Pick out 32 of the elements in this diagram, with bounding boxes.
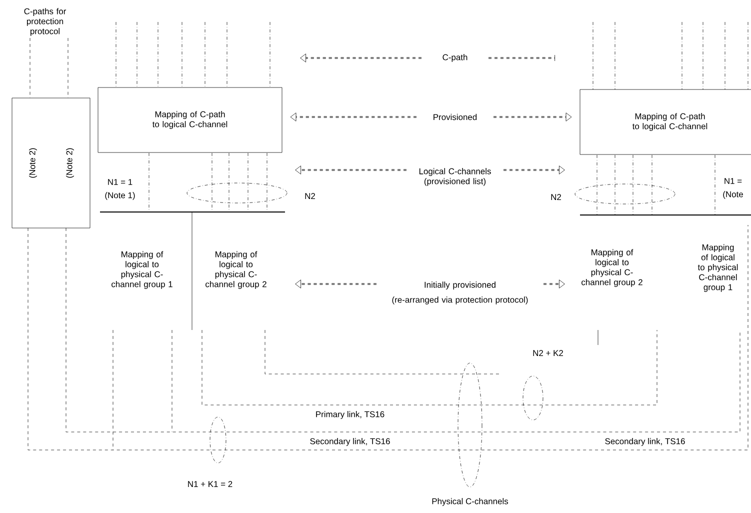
double-arrow [295,280,377,288]
mapping-box: Mapping of C-path to logical C-channel [580,89,751,155]
double-arrow [503,166,565,174]
mapping-label: Mapping of logical to physical C-channel group 2 [206,251,266,289]
double-arrow [543,280,565,288]
note-label: (Note 1) [105,192,135,200]
link-label: Secondary link, TS16 [604,437,686,447]
double-arrow [300,54,422,62]
count-label: N1 + K1 = 2 [188,481,232,487]
protocol-label: C-paths for protection protocol [24,8,66,36]
arrow-caption: Provisioned [434,114,477,120]
link-label: Primary link, TS16 [314,410,386,420]
count-label: N2 [551,194,561,200]
count-label: N1 = [724,178,742,184]
mapping-label: Mapping of logical to physical C-channel group 2 [582,249,642,287]
arrow-caption: Initially provisioned (re-arranged via protection protocol) [392,282,528,304]
note-label: (Note [723,191,743,199]
count-label: N2 [305,193,315,199]
arrow-caption: Logical C-channels (provisioned list) [419,168,491,186]
mapping-label: Mapping of logical to physical C-channel group 1 [698,244,738,292]
double-arrow [295,166,407,174]
count-label: N2 + K2 [533,350,563,356]
channels-label: Physical C-channels [432,498,508,506]
double-arrow [493,112,572,122]
arrow-caption: C-path [442,54,468,62]
count-label: N1 = 1 [108,179,132,185]
mapping-label: Mapping of logical to physical C-channel group 1 [112,251,172,289]
mapping-box: Mapping of C-path to logical C-channel [98,87,282,153]
note-box: (Note 2) (Note 2) [12,98,90,228]
double-arrow [488,54,555,62]
double-arrow [290,112,417,122]
link-label: Secondary link, TS16 [308,437,392,447]
